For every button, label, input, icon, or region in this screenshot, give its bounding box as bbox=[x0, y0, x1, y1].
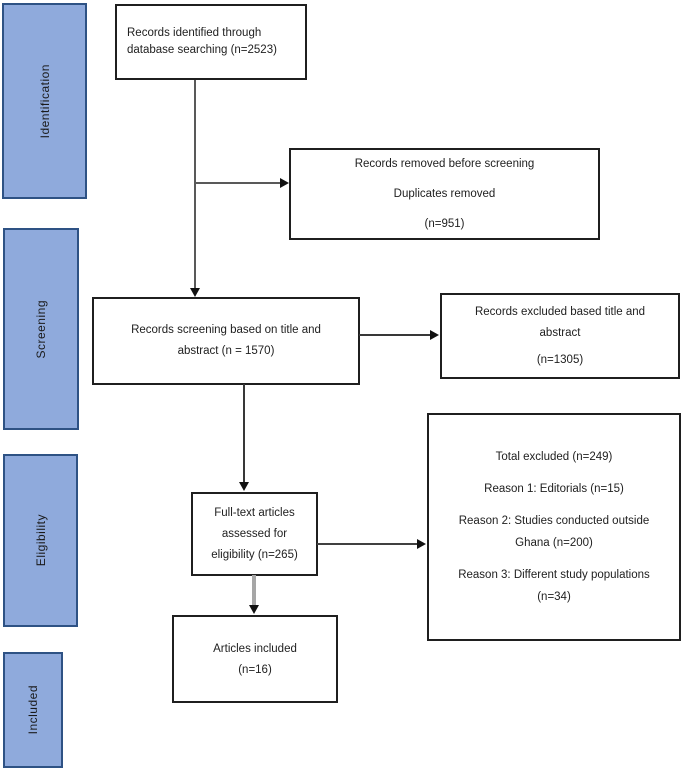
arrow-to-removed-line bbox=[195, 182, 282, 184]
box-records-removed-line3: (n=951) bbox=[424, 218, 465, 230]
arrow-to-excluded-title-abstract-head-icon bbox=[430, 330, 439, 340]
stage-eligibility-label: Eligibility bbox=[33, 514, 48, 567]
stage-included: Included bbox=[3, 652, 63, 768]
arrow-to-excluded-title-abstract-line bbox=[359, 334, 431, 336]
box-records-excluded-line2: abstract bbox=[539, 326, 581, 339]
box-records-identified-line1: Records identified through bbox=[127, 27, 262, 39]
arrow-to-removed-head-icon bbox=[280, 178, 289, 188]
box-fulltext-excluded-total: Total excluded (n=249) bbox=[495, 451, 613, 463]
box-records-excluded-title-abstract: Records excluded based title and abstrac… bbox=[440, 293, 680, 379]
box-records-screened: Records screening based on title and abs… bbox=[92, 297, 360, 385]
stage-eligibility: Eligibility bbox=[3, 454, 78, 627]
box-fulltext-assessed-line3: eligibility (n=265) bbox=[211, 548, 298, 561]
box-records-identified-line2: database searching (n=2523) bbox=[127, 44, 277, 56]
box-fulltext-assessed-line1: Full-text articles bbox=[214, 506, 295, 519]
box-records-excluded-line1: Records excluded based title and bbox=[474, 305, 646, 318]
stage-screening-label: Screening bbox=[34, 299, 48, 359]
stage-identification-label: Identification bbox=[37, 63, 52, 139]
box-records-identified: Records identified through database sear… bbox=[115, 4, 307, 80]
arrow-to-fulltext-excluded-line bbox=[317, 543, 418, 545]
box-fulltext-excluded-reason2-line1: Reason 2: Studies conducted outside bbox=[458, 515, 650, 527]
stage-identification: Identification bbox=[2, 3, 87, 199]
arrow-identified-to-screened-line bbox=[194, 80, 196, 290]
box-records-removed-line2: Duplicates removed bbox=[393, 188, 496, 200]
stage-screening: Screening bbox=[3, 228, 79, 430]
box-fulltext-excluded-reason3-line2: (n=34) bbox=[537, 591, 571, 603]
box-records-removed: Records removed before screening Duplica… bbox=[289, 148, 600, 240]
box-articles-included-line1: Articles included bbox=[213, 643, 297, 655]
arrow-to-fulltext-excluded-head-icon bbox=[417, 539, 426, 549]
box-records-screened-line2: abstract (n = 1570) bbox=[177, 345, 275, 357]
box-fulltext-excluded-reason2-line2: Ghana (n=200) bbox=[515, 537, 593, 549]
box-fulltext-excluded-reason3-line1: Reason 3: Different study populations bbox=[458, 569, 650, 581]
box-fulltext-assessed-line2: assessed for bbox=[221, 527, 288, 540]
box-records-removed-line1: Records removed before screening bbox=[354, 158, 535, 170]
box-records-screened-line1: Records screening based on title and bbox=[131, 324, 321, 336]
arrow-screened-to-fulltext-head-icon bbox=[239, 482, 249, 491]
arrow-identified-to-screened-head-icon bbox=[190, 288, 200, 297]
box-articles-included: Articles included (n=16) bbox=[172, 615, 338, 703]
box-fulltext-excluded: Total excluded (n=249) Reason 1: Editori… bbox=[427, 413, 681, 641]
stage-included-label: Included bbox=[26, 685, 40, 735]
box-fulltext-excluded-reason1: Reason 1: Editorials (n=15) bbox=[484, 483, 624, 495]
box-records-excluded-count: (n=1305) bbox=[536, 353, 584, 366]
arrow-fulltext-to-included-line bbox=[252, 575, 256, 606]
box-articles-included-count: (n=16) bbox=[238, 664, 272, 676]
arrow-screened-to-fulltext-line bbox=[243, 384, 245, 483]
arrow-fulltext-to-included-head-icon bbox=[249, 605, 259, 614]
box-fulltext-assessed: Full-text articles assessed for eligibil… bbox=[191, 492, 318, 576]
